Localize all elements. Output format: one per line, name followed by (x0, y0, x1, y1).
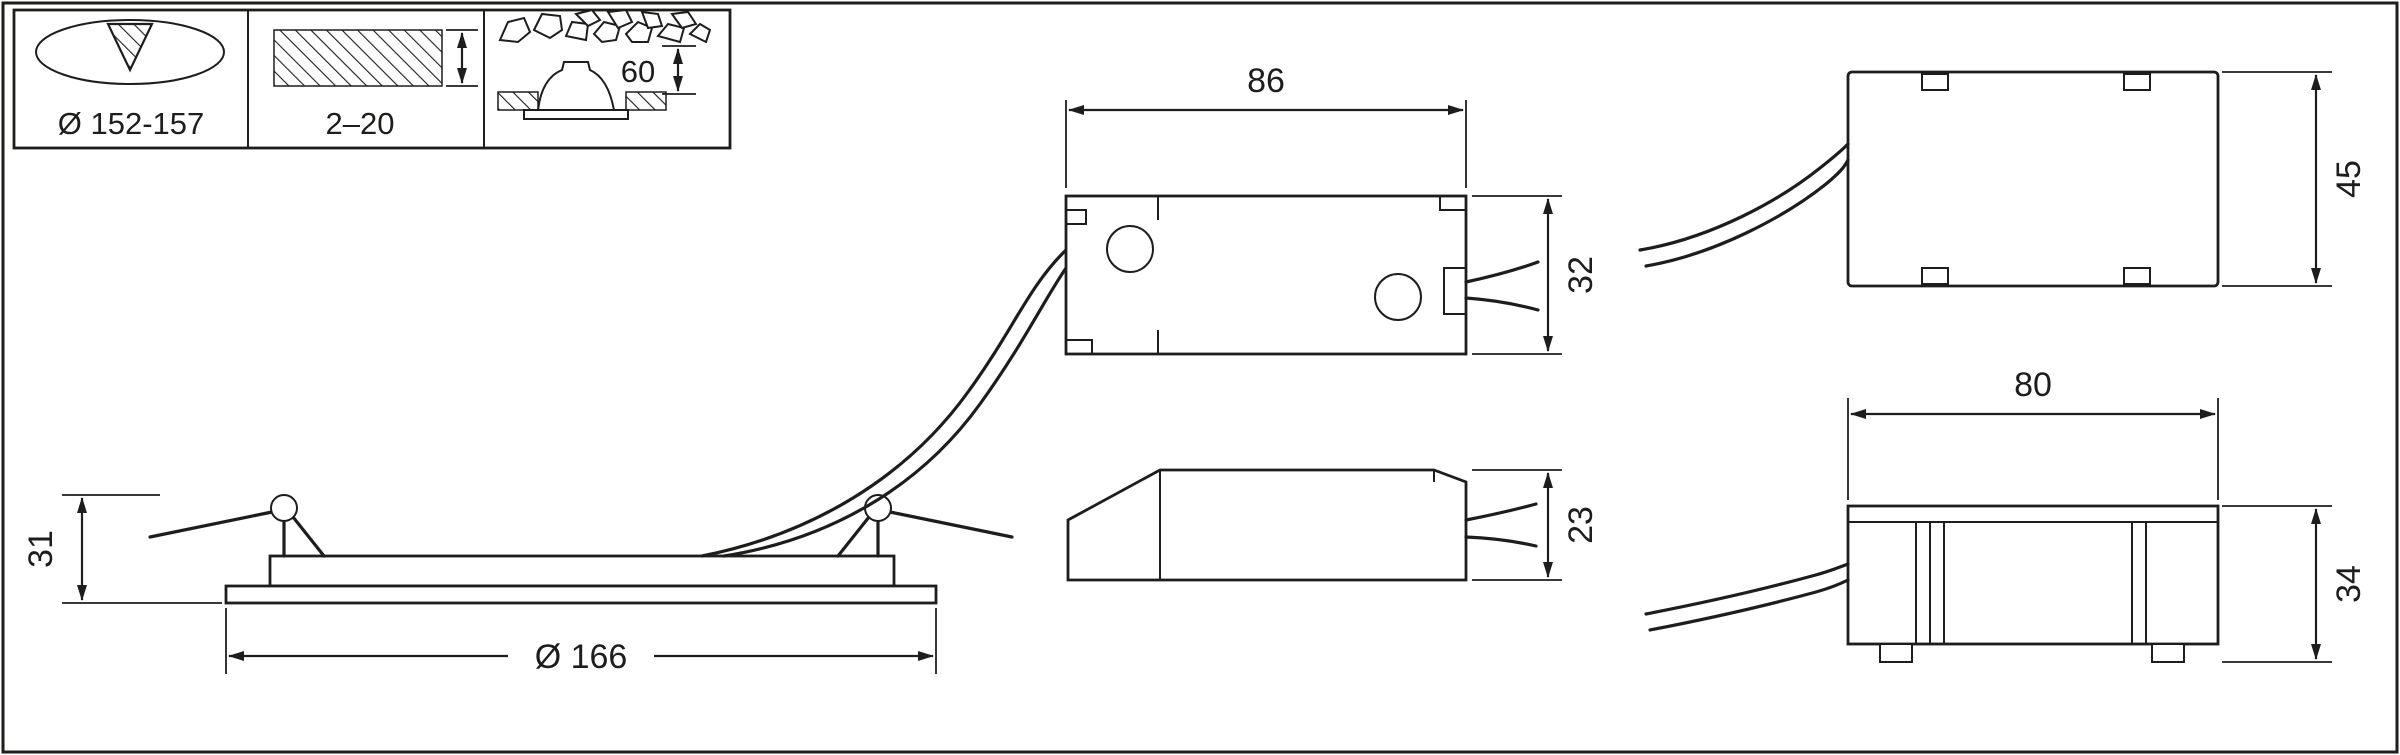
box-top-outline (1846, 70, 2220, 288)
spring-clip-right (836, 494, 1014, 558)
box-top-input-cable (1638, 142, 1850, 268)
height-31-label: 31 (22, 530, 60, 568)
corner-tab-top-right (1439, 196, 1466, 211)
luminaire-flange (224, 584, 938, 605)
recessed-luminaire-icon (497, 61, 667, 120)
dim-width-32: 32 (1472, 195, 1600, 355)
output-cable-side (1464, 502, 1538, 548)
ceiling-thickness-cell: 2–20 (273, 29, 478, 141)
luminaire-side-view: 31 Ø 166 (22, 248, 1068, 676)
height-23-label: 23 (1562, 506, 1600, 544)
driver-side-view: 23 (1066, 468, 1600, 582)
dim-height-23: 23 (1472, 469, 1600, 581)
luminaire-body (268, 554, 896, 588)
output-cable-top (1464, 260, 1540, 312)
ceiling-thickness-label: 2–20 (326, 106, 395, 141)
rubble-icon (498, 8, 712, 44)
ceiling-thickness-icon (273, 29, 478, 87)
width-32-label: 32 (1562, 256, 1600, 294)
length-86-label: 86 (1247, 62, 1285, 100)
dim-height-45: 45 (2222, 71, 2368, 287)
corner-tab-bottom-left (1066, 339, 1093, 354)
driver-top-view: 86 32 (1064, 62, 1600, 356)
height-34-label: 34 (2330, 565, 2368, 603)
box-foot (2151, 643, 2185, 663)
screw-hole-right (1374, 273, 1422, 321)
insulation-clearance-cell: 60 (497, 8, 712, 120)
box-front-outline (1846, 504, 2220, 646)
height-45-label: 45 (2330, 160, 2368, 198)
clearance-label: 60 (621, 54, 655, 89)
spec-panel: Ø 152-157 2–20 (12, 8, 732, 150)
dim-width-80: 80 (1847, 366, 2219, 500)
dim-height-31: 31 (22, 494, 222, 604)
box-tab (1921, 73, 1949, 91)
clearance-dimension: 60 (621, 45, 696, 95)
dim-length-86: 86 (1065, 62, 1467, 188)
diameter-166-label: Ø 166 (535, 638, 628, 676)
box-top-view: 45 (1638, 70, 2368, 288)
dim-height-34: 34 (2222, 505, 2368, 663)
dim-diameter-166: Ø 166 (225, 608, 937, 676)
cable-clamp-input (1066, 209, 1087, 225)
box-front-view: 80 34 (1644, 366, 2368, 663)
cutout-diameter-icon (35, 19, 225, 85)
box-front-input-cable (1644, 562, 1850, 632)
cutout-diameter-cell: Ø 152-157 (35, 19, 225, 141)
box-tab (1921, 267, 1949, 285)
box-tab (2123, 267, 2151, 285)
driver-side-outline (1066, 468, 1468, 582)
width-80-label: 80 (2014, 366, 2052, 404)
spring-clip-left (148, 494, 326, 558)
screw-hole-left (1106, 225, 1154, 273)
mains-cable (700, 248, 1068, 558)
box-tab (2123, 73, 2151, 91)
cutout-diameter-label: Ø 152-157 (58, 106, 205, 141)
cable-clamp-output (1443, 267, 1466, 315)
box-foot (1879, 643, 1913, 663)
